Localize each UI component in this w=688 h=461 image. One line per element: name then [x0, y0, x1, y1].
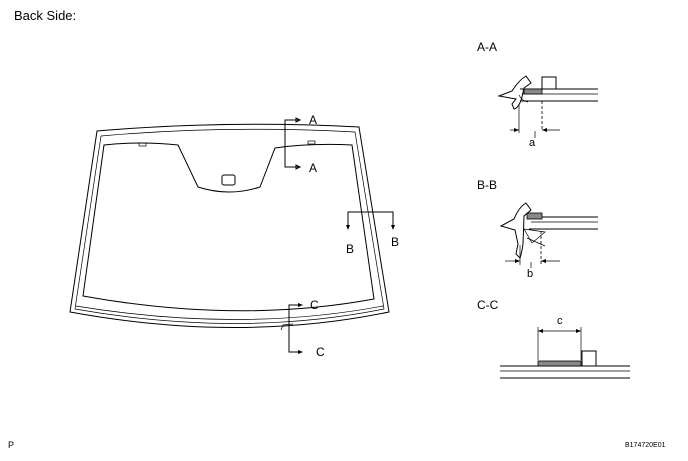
- corner-label: P: [8, 440, 15, 450]
- cut-line-c: [288, 303, 303, 354]
- cut-label-a-bottom: A: [309, 161, 317, 175]
- dimension-c: c: [557, 315, 563, 327]
- cut-label-b-right: B: [391, 235, 399, 249]
- section-title-cc: C-C: [477, 298, 499, 312]
- lower-molding-step: [280, 323, 294, 331]
- windshield: [69, 123, 390, 331]
- section-aa-molding: [497, 75, 532, 110]
- section-title-aa: A-A: [477, 40, 498, 54]
- dimension-a: a: [529, 137, 536, 149]
- section-bb-drawing: [499, 202, 598, 268]
- rearview-mirror-mount: [221, 174, 236, 186]
- cut-label-c-top: C: [310, 298, 319, 312]
- section-aa-drawing: [497, 75, 598, 138]
- dimension-b: b: [527, 268, 533, 280]
- figure-code: B174720E01: [625, 442, 666, 449]
- cut-line-a: [284, 117, 302, 170]
- cut-label-c-bottom: C: [316, 345, 325, 359]
- cut-label-b-left: B: [346, 242, 354, 256]
- section-bb-adhesive: [526, 212, 543, 220]
- windshield-bracket-left: [138, 142, 147, 147]
- windshield-ceramic-border: [82, 142, 375, 312]
- section-cc-drawing: [500, 327, 630, 379]
- windshield-bracket-right: [307, 140, 316, 145]
- cut-label-a-top: A: [309, 113, 317, 127]
- section-bb-molding: [499, 202, 532, 259]
- cut-line-b: [346, 211, 395, 230]
- section-aa-adhesive: [523, 88, 543, 95]
- diagram-title: Back Side:: [14, 8, 77, 23]
- windshield-inner-edge: [74, 128, 385, 324]
- section-cc-adhesive: [537, 360, 582, 367]
- windshield-molding-line: [75, 305, 384, 320]
- windshield-outer-edge: [69, 123, 390, 328]
- section-title-bb: B-B: [477, 178, 498, 192]
